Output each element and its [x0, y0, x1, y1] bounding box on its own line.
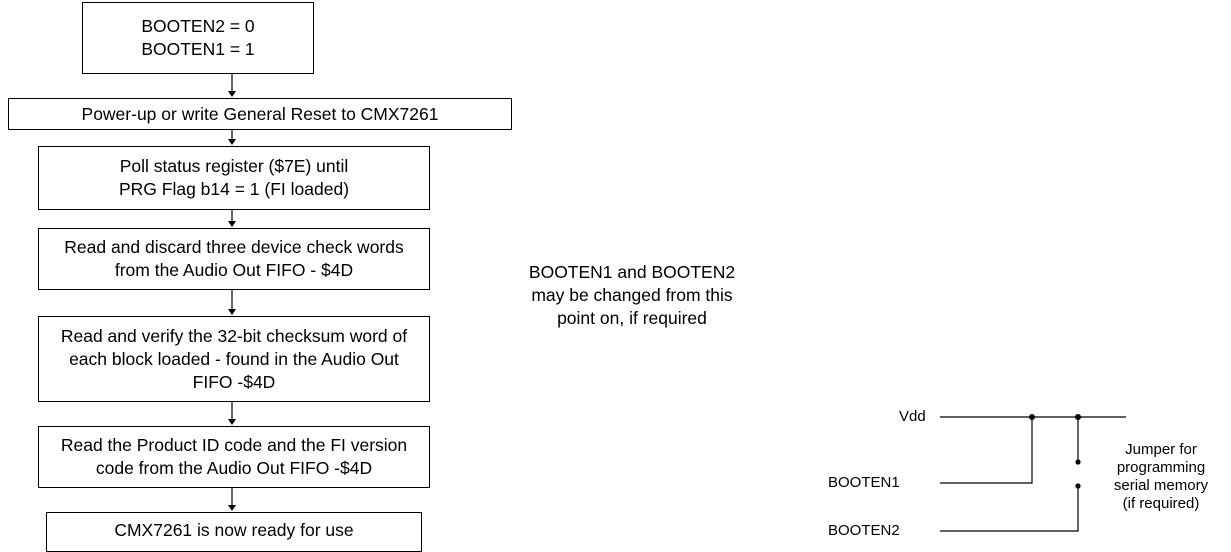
vdd-label: Vdd — [899, 408, 926, 425]
jumper-note-line-3: serial memory — [1113, 477, 1209, 494]
booten2-wire — [940, 486, 1079, 532]
flow-step-1-line-1: BOOTEN2 = 0 — [141, 16, 255, 36]
flow-step-1: BOOTEN2 = 0 BOOTEN1 = 1 — [82, 2, 314, 74]
flow-step-7: CMX7261 is now ready for use — [46, 512, 422, 552]
flow-step-5: Read and verify the 32-bit checksum word… — [38, 316, 430, 402]
flow-step-5-line-1: Read and verify the 32-bit checksum word… — [60, 325, 408, 346]
booten1-wire — [940, 417, 1033, 484]
jumper-note-line-4: (if required) — [1122, 495, 1200, 512]
flow-step-4: Read and discard three device check word… — [38, 228, 430, 290]
arrowhead-4 — [228, 309, 236, 315]
jumper-note: Jumper for programming serial memory (if… — [1092, 441, 1230, 513]
jumper-pin-bottom — [1075, 483, 1081, 489]
flow-step-6-line-1: Read the Product ID code and the FI vers… — [60, 435, 408, 455]
booten1-label: BOOTEN1 — [828, 474, 900, 491]
flow-step-2: Power-up or write General Reset to CMX72… — [8, 98, 512, 130]
flow-step-4-line-2: from the Audio Out FIFO - $4D — [114, 260, 354, 280]
arrowhead-1 — [228, 91, 236, 97]
jumper-note-line-1: Jumper for — [1125, 441, 1197, 458]
flow-step-3-line-1: Poll status register ($7E) until — [119, 156, 349, 176]
booten2-label: BOOTEN2 — [828, 522, 900, 539]
flow-step-5-line-3: FIFO -$4D — [192, 371, 276, 392]
jumper-note-line-2: programming — [1116, 459, 1206, 476]
arrowhead-3 — [228, 221, 236, 227]
flow-step-6: Read the Product ID code and the FI vers… — [38, 426, 430, 488]
flow-step-2-line-1: Power-up or write General Reset to CMX72… — [81, 103, 439, 124]
flow-step-1-line-2: BOOTEN1 = 1 — [141, 39, 255, 59]
side-note: BOOTEN1 and BOOTEN2 may be changed from … — [502, 261, 762, 330]
vdd-junction-dot-1 — [1029, 414, 1035, 420]
side-note-line-3: point on, if required — [557, 308, 707, 328]
flow-step-3: Poll status register ($7E) until PRG Fla… — [38, 146, 430, 210]
vdd-junction-dot-2 — [1075, 414, 1081, 420]
side-note-line-2: may be changed from this — [531, 285, 733, 305]
arrowhead-5 — [228, 419, 236, 425]
flow-step-6-line-2: code from the Audio Out FIFO -$4D — [95, 458, 373, 478]
flow-step-3-line-2: PRG Flag b14 = 1 (FI loaded) — [118, 179, 350, 199]
jumper-pin-top — [1075, 459, 1081, 465]
arrowhead-2 — [228, 139, 236, 145]
flow-step-5-line-2: each block loaded - found in the Audio O… — [69, 348, 399, 369]
side-note-line-1: BOOTEN1 and BOOTEN2 — [528, 262, 736, 282]
flow-step-4-line-1: Read and discard three device check word… — [64, 237, 404, 257]
arrowhead-6 — [228, 505, 236, 511]
flow-step-7-line-1: CMX7261 is now ready for use — [114, 520, 354, 540]
